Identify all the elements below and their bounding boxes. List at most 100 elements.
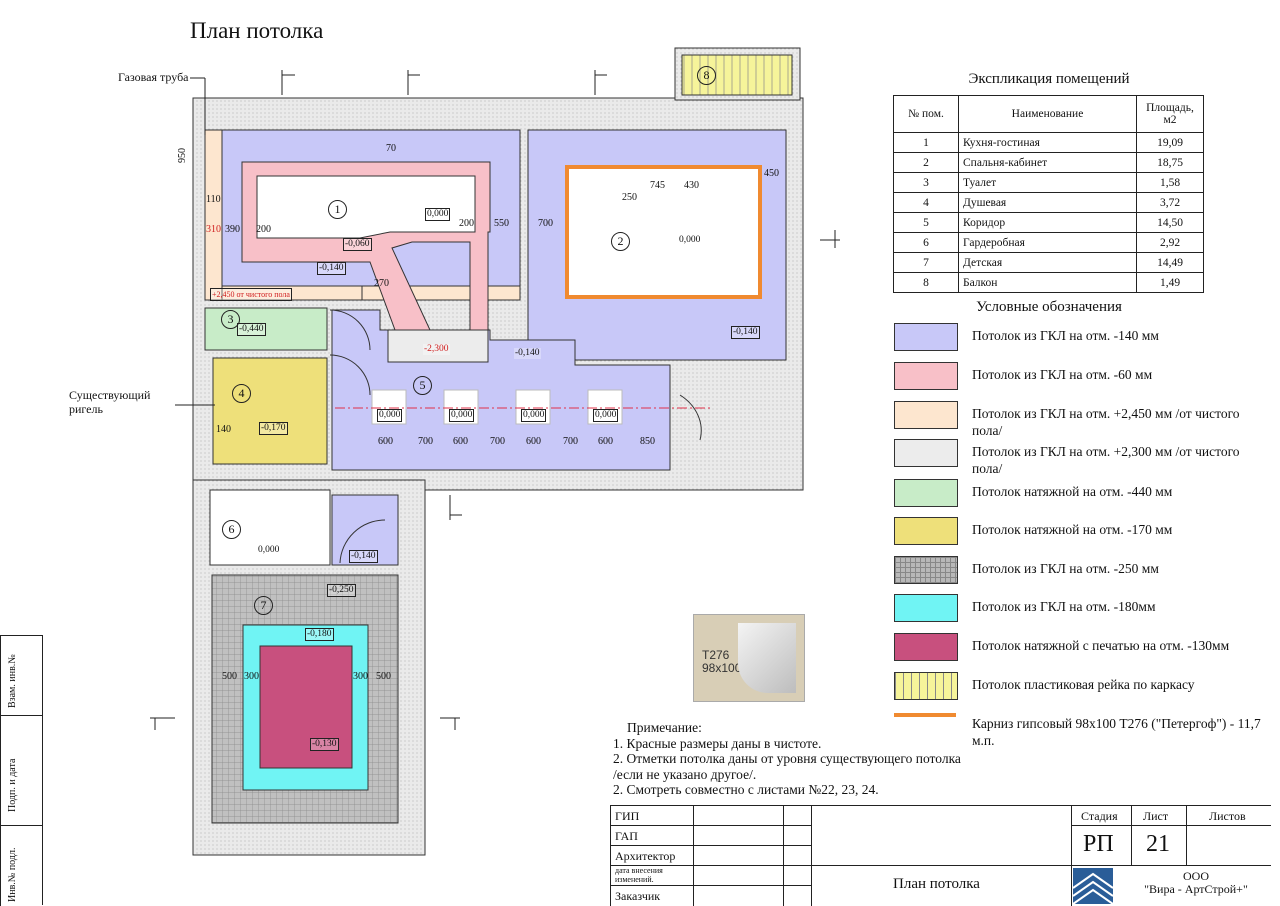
cell: 19,09 bbox=[1136, 132, 1204, 153]
room-4-shower bbox=[212, 357, 328, 465]
room-number: 1 bbox=[328, 200, 347, 219]
explication-title: Экспликация помещений bbox=[968, 71, 1130, 87]
dimension: 500 bbox=[222, 671, 237, 682]
dimension: 700 bbox=[490, 436, 505, 447]
room-2-bedroom bbox=[527, 129, 787, 361]
room-number: 6 bbox=[222, 520, 241, 539]
note-line: 2. Смотреть совместно с листами №22, 23,… bbox=[613, 782, 879, 797]
note-line: 2. Отметки потолка даны от уровня сущест… bbox=[613, 751, 961, 766]
legend-item: Карниз гипсовый 98х100 Т276 ("Петергоф")… bbox=[893, 711, 1273, 748]
stamp-org: ООО "Вира - АртСтрой+" bbox=[1121, 870, 1271, 896]
dimension: 700 bbox=[538, 218, 553, 229]
page-title: План потолка bbox=[190, 18, 324, 43]
cell: 3,72 bbox=[1136, 192, 1204, 213]
dimension: 700 bbox=[418, 436, 433, 447]
col-header: Наименование bbox=[958, 95, 1137, 133]
level-mark: 0,000 bbox=[593, 409, 619, 422]
stamp-changes: дата внесения изменений. bbox=[615, 866, 663, 884]
dimension: 200 bbox=[459, 218, 474, 229]
dimension: 600 bbox=[453, 436, 468, 447]
level-mark: -0,180 bbox=[305, 628, 334, 641]
cell: 1 bbox=[893, 132, 959, 153]
legend-swatch bbox=[894, 439, 958, 467]
sidebar-cell: Подп. и дата bbox=[0, 715, 43, 826]
room-number: 8 bbox=[697, 66, 716, 85]
stamp-gap: ГАП bbox=[615, 829, 638, 843]
dimension: 110 bbox=[206, 194, 221, 205]
stamp-org-line: ООО bbox=[1183, 869, 1209, 883]
room-number: 7 bbox=[254, 596, 273, 615]
sidebar-stamp: Взам. инв.№ Подп. и дата Инв.№ подл. bbox=[0, 635, 43, 906]
cell: 1,49 bbox=[1136, 272, 1204, 293]
legend-label: Карниз гипсовый 98х100 Т276 ("Петергоф")… bbox=[972, 716, 1261, 748]
stamp-sheet-header: Лист bbox=[1143, 809, 1169, 823]
legend-item: Потолок натяжной на отм. -440 мм bbox=[893, 479, 1273, 513]
legend-item: Потолок из ГКЛ на отм. +2,300 мм /от чис… bbox=[893, 439, 1273, 476]
dimension: 390 bbox=[225, 224, 240, 235]
ceiling-plan-drawing bbox=[150, 47, 840, 856]
cell: 7 bbox=[893, 252, 959, 273]
level-mark: -0,250 bbox=[327, 584, 356, 597]
company-logo-icon bbox=[1073, 868, 1113, 904]
notes: Примечание: 1. Красные размеры даны в чи… bbox=[613, 720, 961, 798]
cell: Коридор bbox=[958, 212, 1137, 233]
legend-item: Потолок из ГКЛ на отм. +2,450 мм /от чис… bbox=[893, 401, 1273, 438]
dimension: 300 bbox=[353, 671, 368, 682]
dimension: 700 bbox=[563, 436, 578, 447]
legend-label: Потолок из ГКЛ на отм. -60 мм bbox=[972, 367, 1153, 382]
dimension: 200 bbox=[256, 224, 271, 235]
room-number: 3 bbox=[221, 310, 240, 329]
level-mark: -0,060 bbox=[343, 238, 372, 251]
level-mark: 0,000 bbox=[377, 409, 403, 422]
stamp-stage-header: Стадия bbox=[1081, 809, 1118, 823]
level-mark: 0,000 bbox=[425, 208, 451, 221]
dimension: 950 bbox=[177, 148, 188, 163]
cell: 2 bbox=[893, 152, 959, 173]
legend-item: Потолок пластиковая рейка по каркасу bbox=[893, 672, 1273, 706]
legend-swatch bbox=[894, 479, 958, 507]
title-block: ГИП ГАП Архитектор дата внесения изменен… bbox=[610, 805, 1271, 906]
dimension: 250 bbox=[622, 192, 637, 203]
legend-label: Потолок из ГКЛ на отм. -180мм bbox=[972, 599, 1156, 614]
dimension: 450 bbox=[764, 168, 779, 179]
dimension: 430 bbox=[684, 180, 699, 191]
legend-label: Потолок из ГКЛ на отм. +2,300 мм /от чис… bbox=[972, 444, 1240, 476]
stamp-customer: Заказчик bbox=[615, 889, 661, 903]
level-mark: +2,450 от чистого пола bbox=[210, 288, 292, 301]
dimension: 550 bbox=[494, 218, 509, 229]
level-mark: 0,000 bbox=[257, 545, 281, 556]
cornice-label: Т276 bbox=[702, 648, 730, 662]
dimension: 600 bbox=[598, 436, 613, 447]
stamp-org-line: "Вира - АртСтрой+" bbox=[1144, 882, 1248, 896]
cell: 6 bbox=[893, 232, 959, 253]
level-mark: -2,300 bbox=[423, 344, 450, 355]
cell: 18,75 bbox=[1136, 152, 1204, 173]
note-line: Примечание: bbox=[627, 720, 702, 735]
cell: Гардеробная bbox=[958, 232, 1137, 253]
cell: Душевая bbox=[958, 192, 1137, 213]
level-mark: -0,140 bbox=[731, 326, 760, 339]
legend-label: Потолок из ГКЛ на отм. -140 мм bbox=[972, 328, 1159, 343]
legend-swatch bbox=[894, 323, 958, 351]
dimension: 270 bbox=[374, 278, 389, 289]
girder-label: Существующий ригель bbox=[69, 388, 151, 416]
legend-item: Потолок натяжной на отм. -170 мм bbox=[893, 517, 1273, 551]
col-header: Площадь, м2 bbox=[1136, 95, 1204, 133]
col-header: № пом. bbox=[893, 95, 959, 133]
cornice-size: 98х100 bbox=[702, 661, 742, 675]
dimension: 500 bbox=[376, 671, 391, 682]
legend-label: Потолок натяжной на отм. -440 мм bbox=[972, 484, 1173, 499]
dimension: 300 bbox=[244, 671, 259, 682]
gas-pipe-label: Газовая труба bbox=[118, 70, 189, 84]
legend-item: Потолок из ГКЛ на отм. -180мм bbox=[893, 594, 1273, 628]
room-number: 2 bbox=[611, 232, 630, 251]
level-mark: -0,140 bbox=[514, 348, 541, 359]
note-line: 1. Красные размеры даны в чистоте. bbox=[613, 735, 822, 751]
section-lines bbox=[150, 70, 840, 730]
sidebar-label: Подп. и дата bbox=[7, 758, 18, 812]
